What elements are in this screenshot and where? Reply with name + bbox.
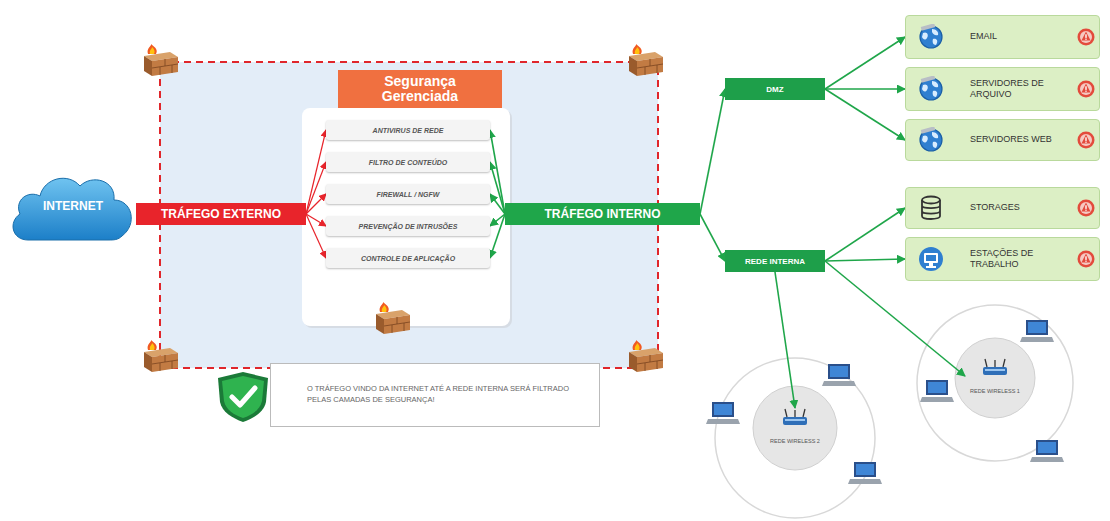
zone-box: REDE INTERNA	[725, 250, 825, 272]
wireless-router: REDE WIRELESS 2	[765, 408, 825, 444]
node-text: DMZ	[766, 85, 783, 94]
pc-icon	[918, 246, 944, 272]
server-box: ESTAÇÕES DE TRABALHO	[905, 237, 1100, 281]
connector	[490, 130, 505, 214]
server-box: EMAIL	[905, 15, 1100, 59]
cloud-node: INTERNET	[8, 166, 138, 246]
globe-icon	[918, 24, 944, 50]
server-box: STORAGES	[905, 187, 1100, 229]
connector	[306, 214, 326, 258]
server-box: SERVIDORES WEB	[905, 119, 1100, 161]
node-text: Segurança Gerenciada	[370, 74, 470, 103]
node-text: FILTRO DE CONTEÚDO	[369, 159, 447, 166]
router-icon	[779, 408, 811, 428]
node-text: FIREWALL / NGFW	[377, 191, 440, 198]
node-text: TRÁFEGO EXTERNO	[161, 207, 281, 221]
connector	[700, 89, 725, 214]
node-text: PREVENÇÃO DE INTRUSÕES	[359, 223, 458, 230]
security-layer: ANTIVIRUS DE REDE	[326, 120, 490, 140]
warning-icon	[1077, 28, 1095, 46]
connector	[306, 162, 326, 214]
warning-icon	[1077, 250, 1095, 268]
connector	[825, 259, 905, 261]
node-text: REDE WIRELESS 1	[970, 388, 1020, 394]
server-box: SERVIDORES DE ARQUIVO	[905, 67, 1100, 111]
db-icon	[918, 195, 944, 221]
node-text: ANTIVIRUS DE REDE	[373, 127, 444, 134]
warning-icon	[1077, 80, 1095, 98]
node-text: SERVIDORES WEB	[970, 134, 1052, 145]
security-layer: CONTROLE DE APLICAÇÃO	[326, 248, 490, 268]
traffic-band: TRÁFEGO INTERNO	[505, 203, 700, 225]
router-icon	[979, 358, 1011, 378]
heading-box: Segurança Gerenciada	[338, 70, 502, 108]
security-layer: FIREWALL / NGFW	[326, 184, 490, 204]
connector	[490, 194, 505, 214]
node-text: SERVIDORES DE ARQUIVO	[970, 78, 1080, 101]
warning-icon	[1077, 131, 1095, 149]
connector	[825, 37, 905, 89]
connector	[825, 88, 905, 90]
connector	[306, 130, 326, 214]
connector	[700, 214, 725, 261]
security-layer: PREVENÇÃO DE INTRUSÕES	[326, 216, 490, 236]
connector	[775, 272, 795, 408]
node-text: CONTROLE DE APLICAÇÃO	[361, 255, 455, 262]
connector	[825, 89, 905, 140]
node-text: O TRÁFEGO VINDO DA INTERNET ATÉ A REDE I…	[307, 384, 589, 406]
node-text: INTERNET	[43, 199, 103, 213]
warning-icon	[1077, 199, 1095, 217]
security-layer: FILTRO DE CONTEÚDO	[326, 152, 490, 172]
wireless-router: REDE WIRELESS 1	[965, 358, 1025, 394]
connector	[490, 214, 505, 258]
node-text: REDE WIRELESS 2	[770, 438, 820, 444]
node-text: STORAGES	[970, 202, 1020, 213]
traffic-band: TRÁFEGO EXTERNO	[136, 203, 306, 225]
node-text: TRÁFEGO INTERNO	[545, 207, 661, 221]
node-text: EMAIL	[970, 31, 997, 42]
note-box: O TRÁFEGO VINDO DA INTERNET ATÉ A REDE I…	[270, 363, 600, 427]
globe-icon	[918, 76, 944, 102]
connector	[825, 208, 905, 261]
connector	[490, 162, 505, 214]
node-text: ESTAÇÕES DE TRABALHO	[970, 248, 1080, 271]
node-text: REDE INTERNA	[745, 257, 805, 266]
connector	[306, 194, 326, 214]
zone-box: DMZ	[725, 78, 825, 100]
globe-icon	[918, 127, 944, 153]
